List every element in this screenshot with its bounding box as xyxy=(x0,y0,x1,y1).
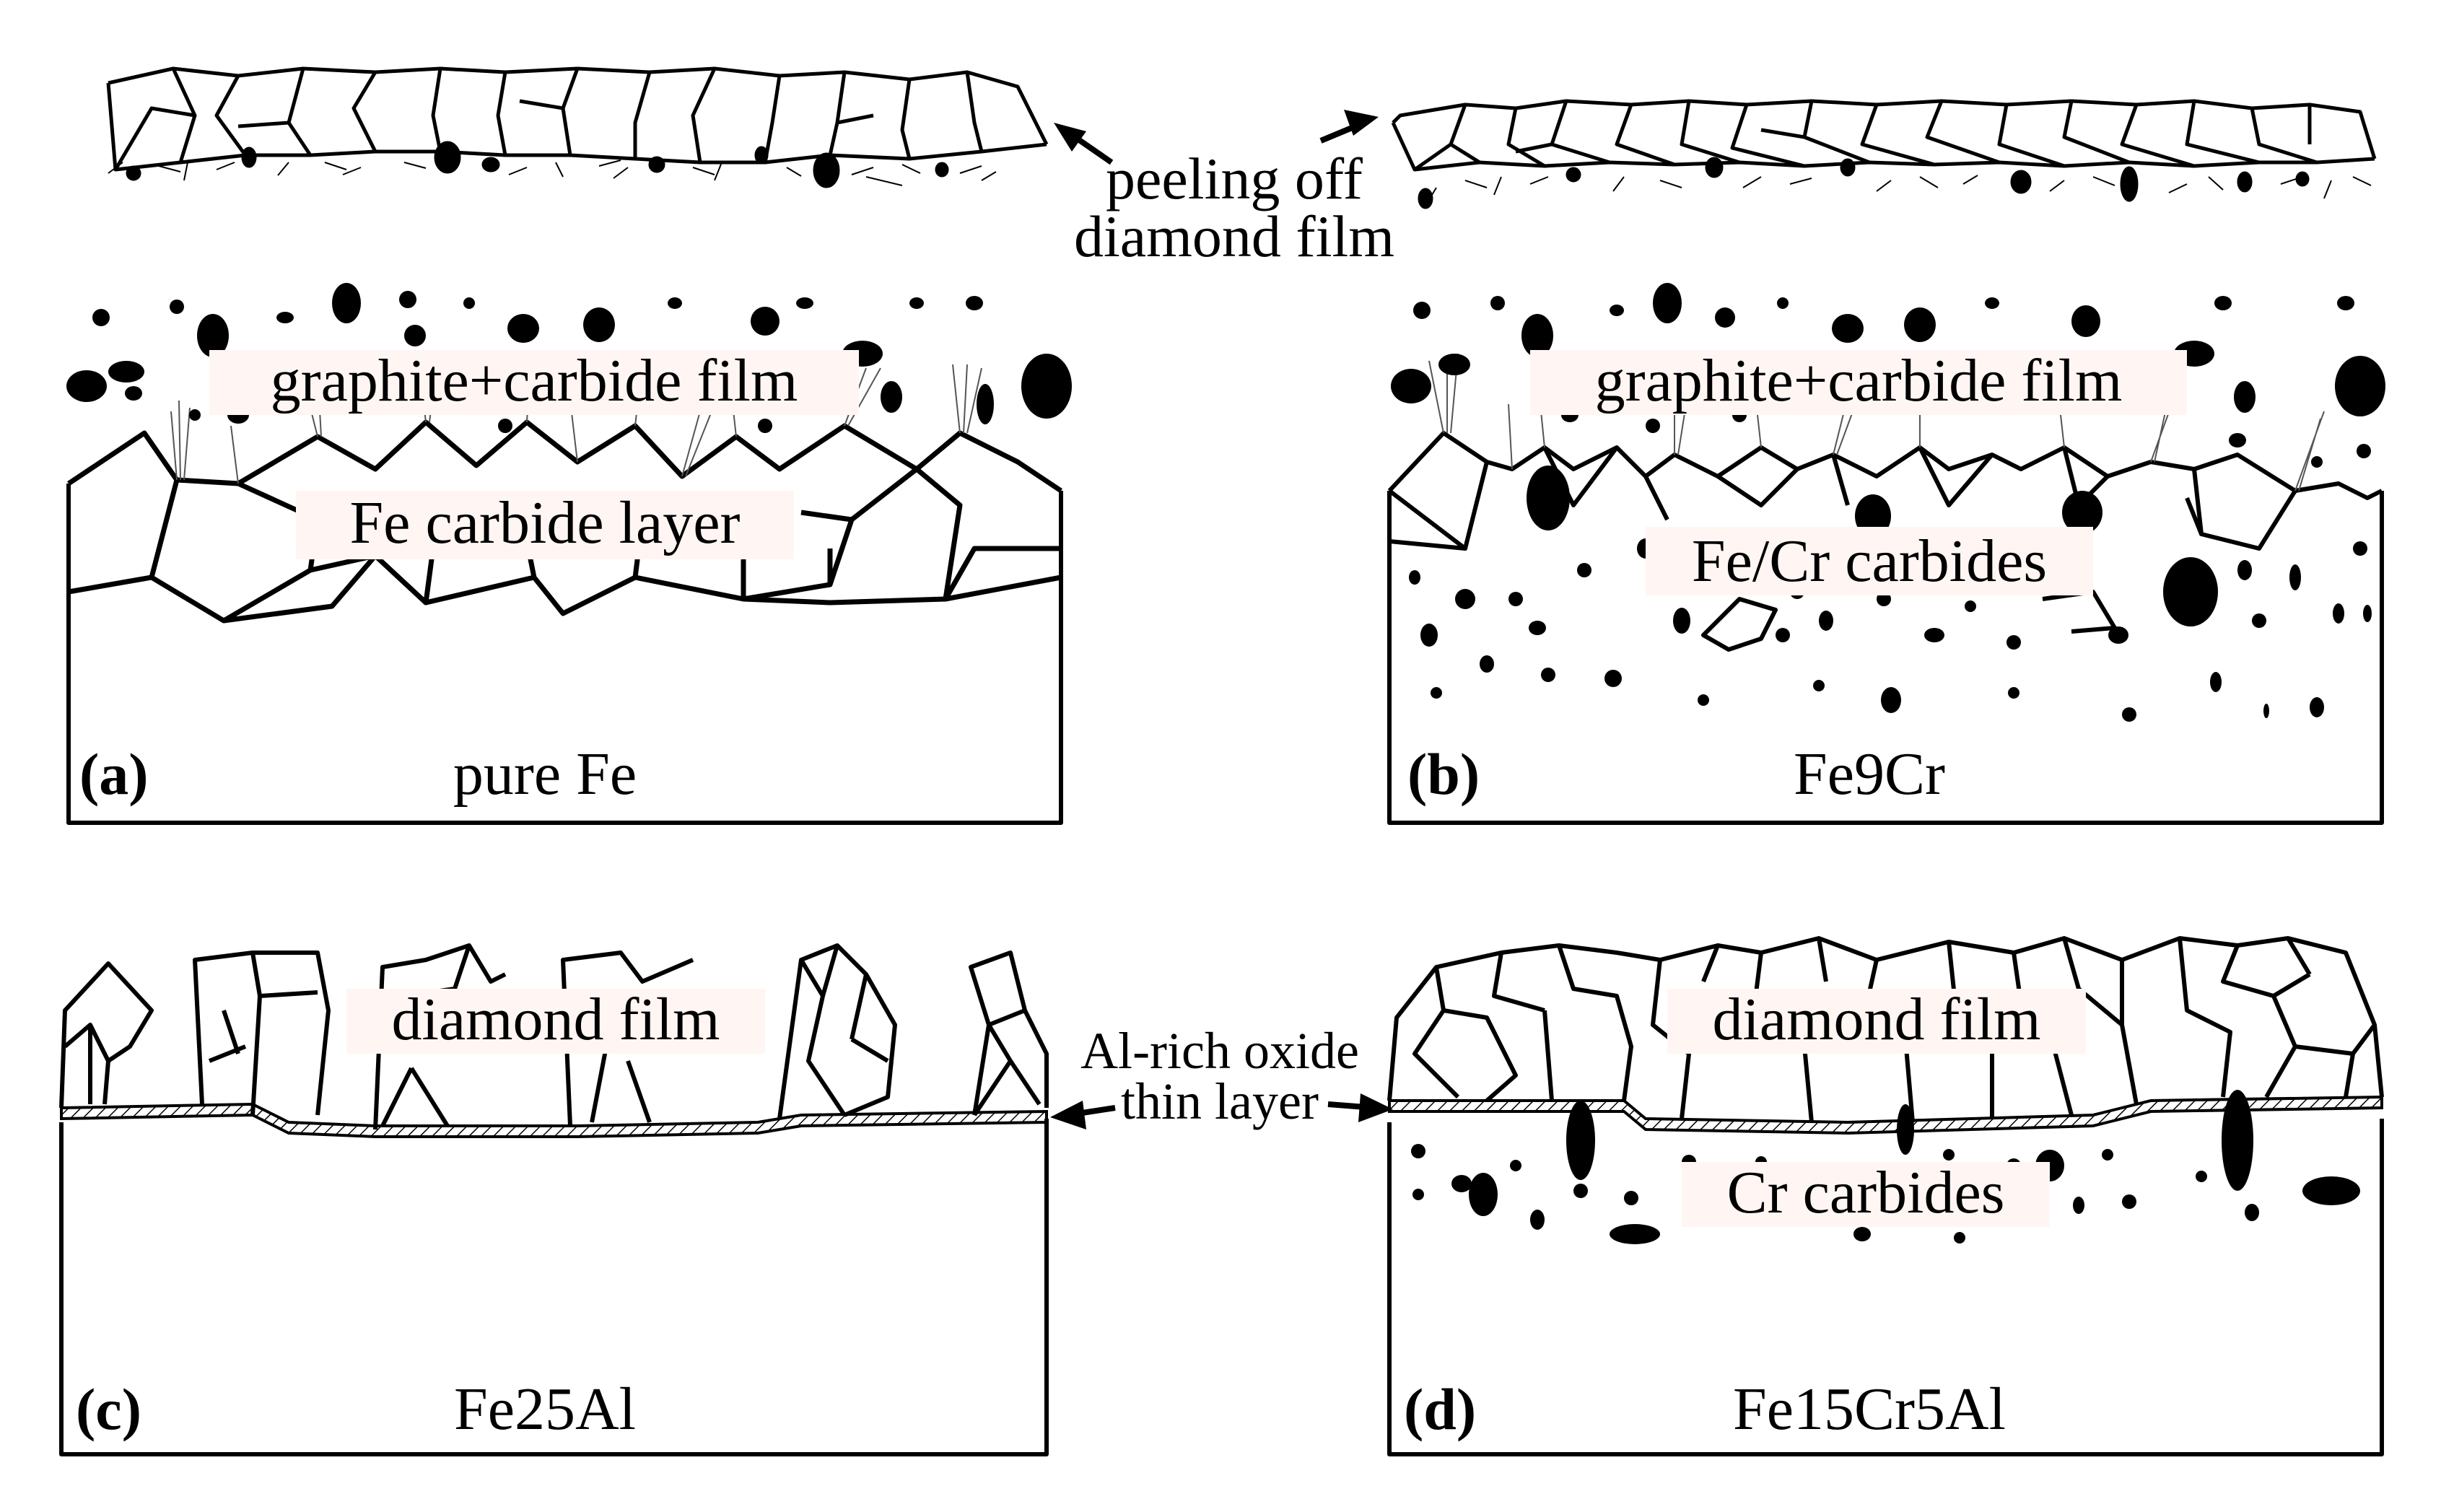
peeling-arrow-left xyxy=(1054,123,1114,165)
alrich-arrow-right xyxy=(1327,1093,1393,1122)
panel-b-graphite-particles xyxy=(1391,283,2385,468)
panel-d-oxide-layer xyxy=(1388,1095,2383,1135)
panel-c: diamond film (c) Fe25Al xyxy=(59,943,1049,1456)
alrich-label-line2: thin layer xyxy=(1121,1072,1319,1130)
panel-c-substrate xyxy=(59,1119,1049,1456)
panel-a-material: pure Fe xyxy=(453,740,637,808)
panel-a: graphite+carbide film Fe/Cr carbides Fe … xyxy=(66,283,1072,825)
panel-b-material: Fe9Cr xyxy=(1794,740,1945,808)
peeling-arrow-right xyxy=(1319,110,1379,144)
panel-d-substrate xyxy=(1387,1119,2384,1456)
panel-d-inner-label: Cr carbides xyxy=(1727,1159,2005,1226)
panel-b-substrate xyxy=(1387,491,2384,825)
panel-c-material: Fe25Al xyxy=(454,1376,636,1443)
panel-c-oxide-layer xyxy=(60,1102,1048,1138)
panel-a-film-label: graphite+carbide film xyxy=(271,347,798,414)
peeled-diamond-film-right xyxy=(1391,99,2377,172)
peeling-label-line1: peeling off xyxy=(1106,146,1363,211)
panel-b-inner-label: Fe/Cr carbides xyxy=(1692,528,2047,595)
alrich-arrow-left xyxy=(1050,1101,1116,1129)
panel-b-film-label: graphite+carbide film xyxy=(1595,347,2123,414)
peeled-diamond-film-left xyxy=(106,66,1049,172)
panel-a-tag: (a) xyxy=(79,741,149,807)
panel-d: diamond film Cr carbides (d) Fe15Cr5Al xyxy=(1387,936,2384,1456)
panel-d-tag: (d) xyxy=(1404,1376,1476,1442)
panel-b: graphite+carbide film Fe/Cr carbides (b)… xyxy=(1387,283,2385,825)
panel-b-tag: (b) xyxy=(1407,741,1480,807)
peeled-film-left-residue xyxy=(108,141,997,188)
panel-a-carbide-label: Fe carbide layer xyxy=(349,489,740,556)
panel-d-material: Fe15Cr5Al xyxy=(1733,1376,2006,1443)
panel-a-graphite-particles xyxy=(66,283,1072,433)
peeled-film-right-residue xyxy=(1418,157,2372,209)
panel-d-film-label: diamond film xyxy=(1713,986,2041,1053)
peeling-label-line2: diamond film xyxy=(1074,204,1394,269)
panel-a-substrate xyxy=(66,484,1063,825)
panel-c-tag: (c) xyxy=(76,1376,141,1442)
alrich-label-line1: Al-rich oxide xyxy=(1080,1022,1359,1080)
panel-c-film-label: diamond film xyxy=(392,986,720,1053)
